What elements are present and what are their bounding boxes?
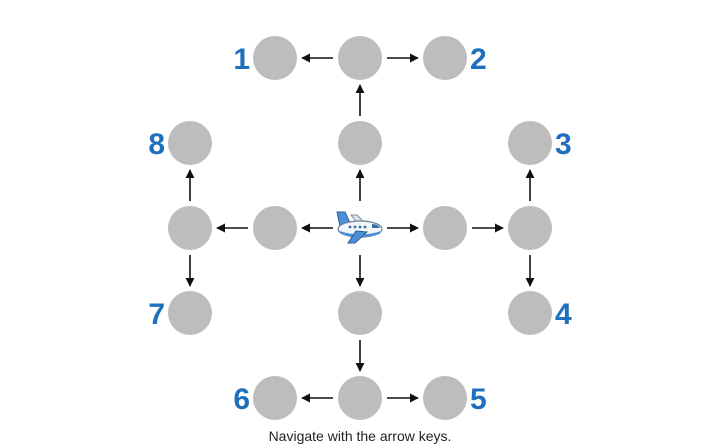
goal-label-7: 7: [148, 298, 165, 331]
node-n-right-up[interactable]: [508, 121, 552, 165]
node-n-top[interactable]: [338, 36, 382, 80]
goal-labels-layer: 1 2 3 4 5 6 7 8: [148, 43, 572, 416]
instructions-text: Navigate with the arrow keys.: [268, 428, 452, 444]
edges-layer: [185, 53, 535, 403]
node-n-left[interactable]: [253, 206, 297, 250]
node-n-right-down[interactable]: [508, 291, 552, 335]
node-n-top-left[interactable]: [253, 36, 297, 80]
node-n-bottom-left[interactable]: [253, 376, 297, 420]
node-n-left-down[interactable]: [168, 291, 212, 335]
node-n-down[interactable]: [338, 291, 382, 335]
node-n-up[interactable]: [338, 121, 382, 165]
node-n-far-left[interactable]: [168, 206, 212, 250]
node-n-right[interactable]: [423, 206, 467, 250]
node-n-bottom[interactable]: [338, 376, 382, 420]
nodes-layer: [168, 36, 552, 420]
goal-label-3: 3: [555, 128, 572, 161]
goal-label-5: 5: [470, 383, 487, 416]
player-layer: [336, 211, 383, 244]
goal-label-2: 2: [470, 43, 487, 76]
node-n-bottom-right[interactable]: [423, 376, 467, 420]
airplane-icon: [336, 211, 383, 244]
node-n-far-right[interactable]: [508, 206, 552, 250]
goal-label-6: 6: [233, 383, 250, 416]
goal-label-4: 4: [555, 298, 572, 331]
node-n-left-up[interactable]: [168, 121, 212, 165]
goal-label-1: 1: [233, 43, 250, 76]
node-n-top-right[interactable]: [423, 36, 467, 80]
goal-label-8: 8: [148, 128, 165, 161]
